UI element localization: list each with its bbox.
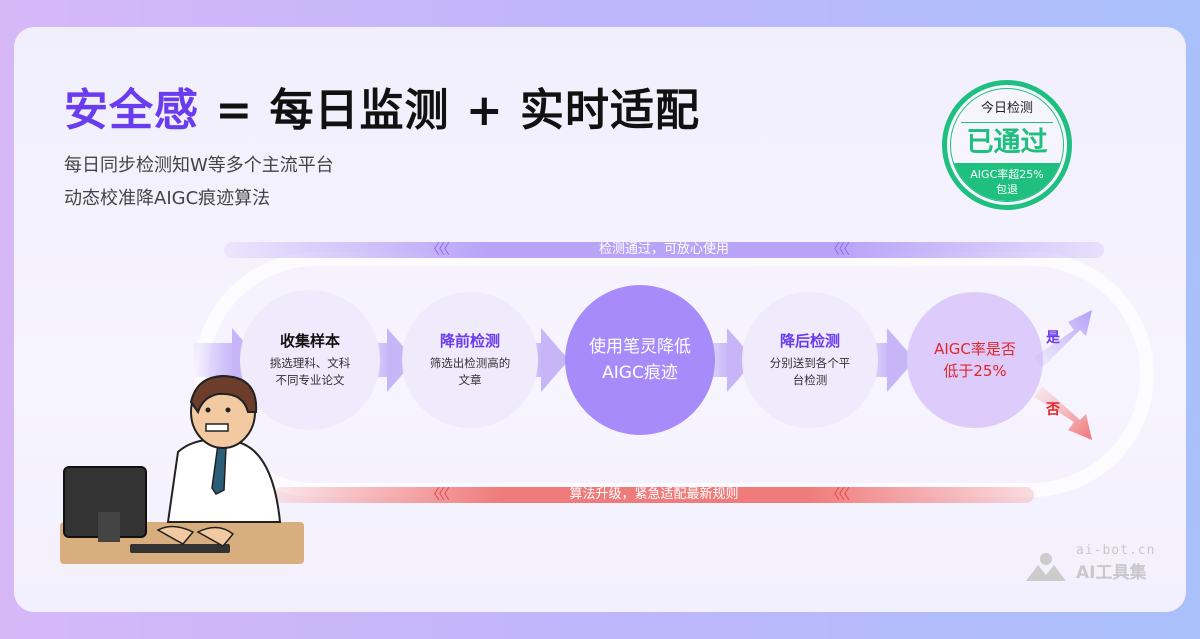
step-reduce: 使用笔灵降低 AIGC痕迹 (565, 285, 715, 435)
step-desc: 文章 (458, 373, 482, 387)
loop-bottom-band: 算法升级，紧急适配最新规则 (274, 487, 1034, 503)
step-desc: 筛选出检测高的 (429, 356, 511, 370)
step-desc: 不同专业论文 (275, 373, 345, 387)
step-title: 使用笔灵降低 (589, 337, 691, 357)
chevron-left-icon: 〈〈〈 (426, 487, 450, 503)
step-post-check: 降后检测 分别送到各个平 台检测 (742, 292, 878, 428)
branch-no-label: 否 (1046, 402, 1060, 418)
stamp-guarantee: AIGC率超25% (970, 168, 1044, 181)
branch-arrows (1034, 310, 1092, 440)
stamp-bottom: AIGC率超25% 包退 (951, 163, 1063, 201)
flow-arrow-head (541, 328, 569, 392)
step-decision: AIGC率是否 低于25% (907, 292, 1043, 428)
ai-bot-logo-icon (1026, 553, 1066, 581)
main-card: 安全感 = 每日监测 + 实时适配 每日同步检测知W等多个主流平台 动态校准降A… (14, 27, 1186, 612)
flow-arrow (194, 343, 234, 377)
title-rest: = 每日监测 + 实时适配 (199, 85, 701, 136)
loop-top-label: 检测通过，可放心使用 (598, 242, 729, 257)
step-title: 降后检测 (779, 332, 840, 350)
step-desc: 低于25% (943, 362, 1007, 380)
page-title: 安全感 = 每日监测 + 实时适配 (64, 85, 700, 137)
passed-stamp: 今日检测 已通过 AIGC率超25% 包退 (942, 80, 1072, 210)
chevron-left-icon: 〈〈〈 (826, 242, 850, 258)
loop-top-band: 检测通过，可放心使用 (224, 242, 1104, 258)
watermark-domain: ai-bot.cn (1076, 543, 1156, 558)
chevron-left-icon: 〈〈〈 (826, 487, 850, 503)
stamp-main: 已通过 (966, 127, 1048, 158)
step-desc: 挑选理科、文科 (269, 356, 351, 370)
step-title: 收集样本 (279, 332, 340, 350)
stamp-refund: 包退 (996, 183, 1018, 196)
step-collect: 收集样本 挑选理科、文科 不同专业论文 (240, 290, 380, 430)
loop-bottom-label: 算法升级，紧急适配最新规则 (569, 487, 739, 502)
watermark-name: AI工具集 (1076, 563, 1147, 583)
yes-arrow (1034, 310, 1092, 368)
step-desc: 台检测 (792, 373, 828, 387)
subtitle-line: 每日同步检测知W等多个主流平台 (64, 155, 334, 176)
no-arrow (1034, 386, 1092, 440)
divider (961, 122, 1053, 123)
step-pre-check: 降前检测 筛选出检测高的 文章 (402, 292, 538, 428)
subtitle-line: 动态校准降AIGC痕迹算法 (64, 188, 271, 209)
step-title: 降前检测 (439, 332, 500, 350)
stamp-top: 今日检测 (980, 101, 1033, 116)
branch-yes-label: 是 (1046, 330, 1060, 346)
step-title: AIGC率是否 (934, 340, 1016, 358)
keyboard (130, 544, 230, 553)
chevron-left-icon: 〈〈〈 (426, 242, 450, 258)
worried-worker-illustration (60, 375, 304, 564)
step-desc: AIGC痕迹 (602, 363, 678, 383)
title-accent: 安全感 (64, 85, 199, 136)
step-desc: 分别送到各个平 (769, 356, 851, 370)
